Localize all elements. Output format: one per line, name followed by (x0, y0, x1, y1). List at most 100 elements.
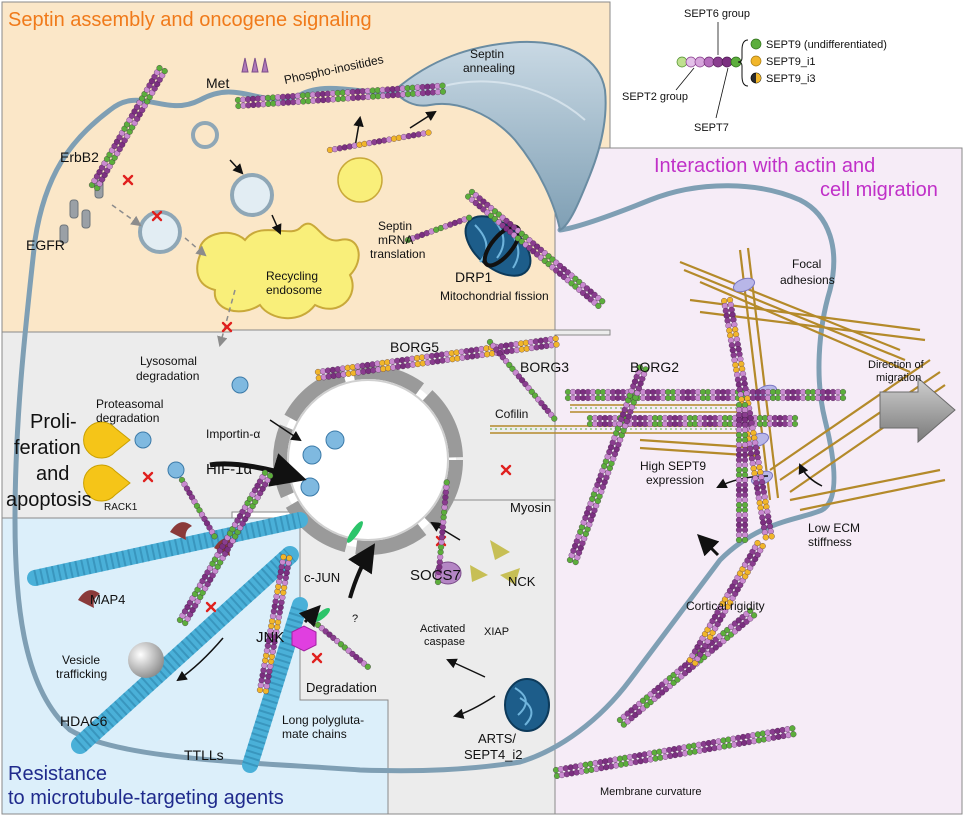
septin-subunit (553, 341, 560, 348)
label-low-ecm-1: Low ECM (808, 521, 860, 535)
septin-subunit (267, 472, 274, 479)
septin-subunit (552, 335, 559, 342)
septin-filament (404, 214, 473, 244)
hif-circles (167, 376, 345, 497)
label-myosin: Myosin (510, 500, 551, 515)
septin-subunit (791, 420, 799, 428)
label-importin: Importin-α (206, 427, 260, 441)
septin-subunit (261, 469, 269, 476)
label-proteasomal-2: degradation (96, 411, 159, 425)
septin-filament (552, 725, 797, 779)
septin-subunit (791, 414, 799, 422)
label-xiap: XIAP (484, 626, 509, 638)
label-degradation: Degradation (306, 680, 377, 695)
legend-sept9-i3: SEPT9_i3 (766, 73, 816, 85)
legend-sept7: SEPT7 (694, 122, 729, 134)
septin-subunit (741, 536, 749, 544)
septin-subunit (439, 82, 446, 89)
septin-subunit (443, 479, 450, 486)
label-met: Met (206, 75, 229, 91)
label-cofilin: Cofilin (495, 407, 528, 421)
septin-subunit (425, 129, 432, 136)
septin-subunit (364, 663, 371, 670)
label-cjun: c-JUN (304, 570, 340, 585)
label-drp1: DRP1 (455, 269, 493, 285)
septin-filament (465, 188, 606, 309)
septin-filament (176, 469, 274, 627)
title-prolif-3: and (36, 463, 69, 485)
rack1-pacman (83, 464, 131, 502)
label-high-sept9-2: expression (646, 473, 704, 487)
jnk-hexagon (291, 625, 317, 652)
label-membrane-curv: Membrane curvature (600, 786, 702, 798)
title-actin-line1: Interaction with actin and (654, 155, 875, 177)
label-mrna-3: translation (370, 247, 425, 261)
septin-subunit (754, 540, 761, 547)
label-direction-1: Direction of (868, 359, 925, 371)
septin-filament (234, 82, 446, 110)
label-focal-2: adhesions (780, 273, 835, 287)
septin-subunit (286, 555, 293, 562)
legend-septin-complex (675, 22, 762, 119)
label-lysosomal-2: degradation (136, 369, 199, 383)
mitochondrion-arts (504, 678, 550, 732)
title-septin-assembly: Septin assembly and oncogene signaling (8, 9, 372, 31)
septin-filament (314, 621, 371, 670)
label-recycling-1: Recycling (266, 269, 318, 283)
nck-shapes (470, 540, 520, 585)
proteasome-substrate (134, 431, 152, 449)
label-egfr: EGFR (26, 237, 65, 253)
septin-filament (566, 364, 649, 566)
label-polyglu-2: mate chains (282, 727, 347, 741)
label-nck: NCK (508, 574, 536, 589)
vesicle-endocytic-1 (191, 121, 219, 149)
septin-filament (178, 476, 218, 540)
septin-subunit (789, 725, 796, 732)
migration-arrow (879, 376, 956, 444)
gray-arrows (111, 204, 236, 348)
septin-filament (326, 129, 432, 154)
septin-subunit (762, 534, 769, 541)
label-arts-1: ARTS/ (478, 731, 516, 746)
label-low-ecm-2: stiffness (808, 535, 852, 549)
septin-filament (735, 401, 749, 544)
vesicle-yellow (337, 157, 383, 203)
title-prolif-4: apoptosis (6, 489, 92, 511)
label-activated-2: caspase (424, 636, 465, 648)
title-resistance-1: Resistance (8, 763, 107, 785)
label-mrna-1: Septin (378, 219, 412, 233)
label-proteasomal-1: Proteasomal (96, 397, 163, 411)
legend-sept2-group: SEPT2 group (622, 91, 688, 103)
septin-subunit (839, 394, 847, 402)
legend-sept9-undiff: SEPT9 (undifferentiated) (766, 39, 887, 51)
legend-sept6-group: SEPT6 group (684, 8, 750, 20)
septin-filament (434, 479, 450, 586)
label-borg2: BORG2 (630, 359, 679, 375)
septin-subunit (642, 366, 649, 373)
septin-filament (88, 65, 168, 192)
label-recycling-2: endosome (266, 283, 322, 297)
legend-sept9-i1: SEPT9_i1 (766, 56, 816, 68)
septin-subunit (156, 65, 163, 72)
label-erbb2: ErbB2 (60, 149, 99, 165)
septin-subunit (759, 543, 766, 550)
title-resistance-2: to microtubule-targeting agents (8, 787, 284, 809)
label-high-sept9-1: High SEPT9 (640, 459, 706, 473)
inhibition-marks (122, 174, 512, 664)
egfr-receptors (59, 179, 104, 244)
label-polyglu-1: Long polygluta- (282, 713, 364, 727)
septin-subunit (747, 607, 754, 614)
label-annealing-1: Septin (470, 47, 504, 61)
label-borg3: BORG3 (520, 359, 569, 375)
septin-subunit (768, 533, 775, 540)
septin-subunit (280, 554, 287, 561)
label-annealing-2: annealing (463, 61, 515, 75)
septin-filament (616, 607, 758, 728)
met-receptors (241, 57, 269, 73)
septin-subunit (466, 214, 473, 221)
label-socs7: SOCS7 (410, 567, 461, 584)
label-borg5: BORG5 (390, 339, 439, 355)
septin-subunit (595, 302, 602, 309)
